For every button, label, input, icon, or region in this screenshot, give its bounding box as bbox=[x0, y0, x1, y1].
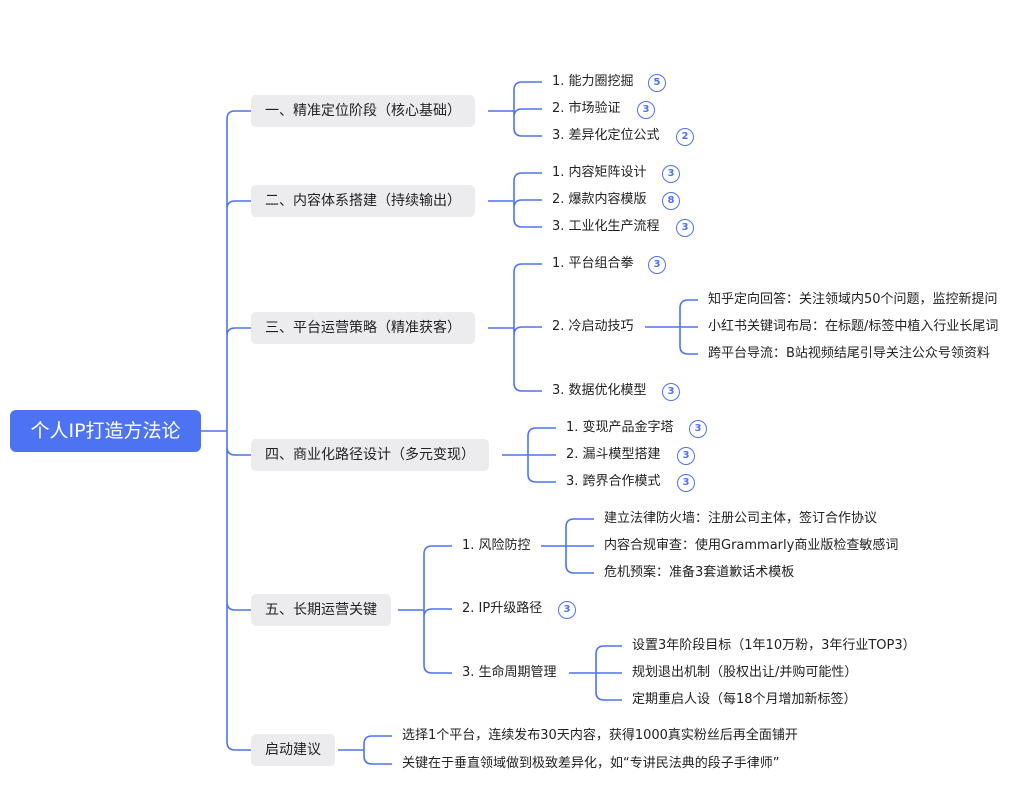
count-badge[interactable]: 3 bbox=[677, 447, 695, 465]
branch-monetization[interactable]: 四、商业化路径设计（多元变现） bbox=[251, 439, 489, 471]
count-badge[interactable]: 3 bbox=[689, 420, 707, 438]
list-item[interactable]: 3. 跨界合作模式 bbox=[566, 474, 661, 489]
detail-item[interactable]: 规划退出机制（股权出让/并购可能性） bbox=[632, 665, 858, 680]
list-item[interactable]: 1. 内容矩阵设计 bbox=[552, 165, 647, 180]
branch-platform-ops[interactable]: 三、平台运营策略（精准获客） bbox=[251, 312, 475, 344]
list-item[interactable]: 2. 爆款内容模版 bbox=[552, 192, 647, 207]
connector-path bbox=[541, 518, 594, 574]
count-badge[interactable]: 3 bbox=[662, 165, 680, 183]
list-item[interactable]: 2. 冷启动技巧 bbox=[552, 319, 634, 334]
detail-item[interactable]: 定期重启人设（每18个月增加新标签） bbox=[632, 692, 857, 707]
detail-item[interactable]: 跨平台导流：B站视频结尾引导关注公众号领资料 bbox=[708, 346, 990, 361]
list-item[interactable]: 3. 生命周期管理 bbox=[462, 665, 557, 680]
detail-item[interactable]: 设置3年阶段目标（1年10万粉，3年行业TOP3） bbox=[632, 638, 916, 653]
branch-long-term[interactable]: 五、长期运营关键 bbox=[251, 594, 391, 626]
list-item[interactable]: 3. 工业化生产流程 bbox=[552, 219, 660, 234]
count-badge[interactable]: 3 bbox=[677, 474, 695, 492]
list-item[interactable]: 3. 差异化定位公式 bbox=[552, 128, 660, 143]
branch-positioning[interactable]: 一、精准定位阶段（核心基础） bbox=[251, 95, 475, 127]
list-item[interactable]: 选择1个平台，连续发布30天内容，获得1000真实粉丝后再全面铺开 bbox=[402, 728, 798, 743]
connector-path bbox=[398, 545, 452, 674]
count-badge[interactable]: 3 bbox=[648, 256, 666, 274]
list-item[interactable]: 1. 风险防控 bbox=[462, 538, 531, 553]
list-item[interactable]: 2. IP升级路径 bbox=[462, 601, 543, 616]
list-item[interactable]: 3. 数据优化模型 bbox=[552, 383, 647, 398]
list-item[interactable]: 1. 变现产品金字塔 bbox=[566, 420, 674, 435]
connector-path bbox=[645, 299, 698, 355]
list-item[interactable]: 1. 能力圈挖掘 bbox=[552, 74, 634, 89]
count-badge[interactable]: 3 bbox=[558, 601, 576, 619]
detail-item[interactable]: 知乎定向回答：关注领域内50个问题，监控新提问 bbox=[708, 292, 998, 307]
count-badge[interactable]: 3 bbox=[662, 383, 680, 401]
count-badge[interactable]: 8 bbox=[662, 192, 680, 210]
count-badge[interactable]: 2 bbox=[676, 128, 694, 146]
count-badge[interactable]: 3 bbox=[637, 101, 655, 119]
list-item[interactable]: 1. 平台组合拳 bbox=[552, 256, 634, 271]
count-badge[interactable]: 3 bbox=[676, 219, 694, 237]
connector-path bbox=[488, 263, 542, 392]
list-item[interactable]: 关键在于垂直领域做到极致差异化，如“专讲民法典的段子手律师” bbox=[402, 756, 780, 771]
branch-content-system[interactable]: 二、内容体系搭建（持续输出） bbox=[251, 185, 475, 217]
list-item[interactable]: 2. 漏斗模型搭建 bbox=[566, 447, 661, 462]
branch-launch-advice[interactable]: 启动建议 bbox=[251, 734, 335, 766]
connector-path bbox=[502, 427, 556, 483]
detail-item[interactable]: 内容合规审查：使用Grammarly商业版检查敏感词 bbox=[604, 538, 899, 553]
root-node[interactable]: 个人IP打造方法论 bbox=[10, 410, 201, 452]
detail-item[interactable]: 建立法律防火墙：注册公司主体，签订合作协议 bbox=[604, 511, 878, 526]
list-item[interactable]: 2. 市场验证 bbox=[552, 101, 621, 116]
connector-path bbox=[338, 735, 392, 765]
detail-item[interactable]: 小红书关键词布局：在标题/标签中植入行业长尾词 bbox=[708, 319, 999, 334]
connector-path bbox=[488, 172, 542, 228]
detail-item[interactable]: 危机预案：准备3套道歉话术模板 bbox=[604, 565, 795, 580]
connector-path bbox=[201, 110, 251, 751]
connector-path bbox=[569, 645, 622, 701]
count-badge[interactable]: 5 bbox=[648, 74, 666, 92]
connector-path bbox=[488, 81, 542, 137]
